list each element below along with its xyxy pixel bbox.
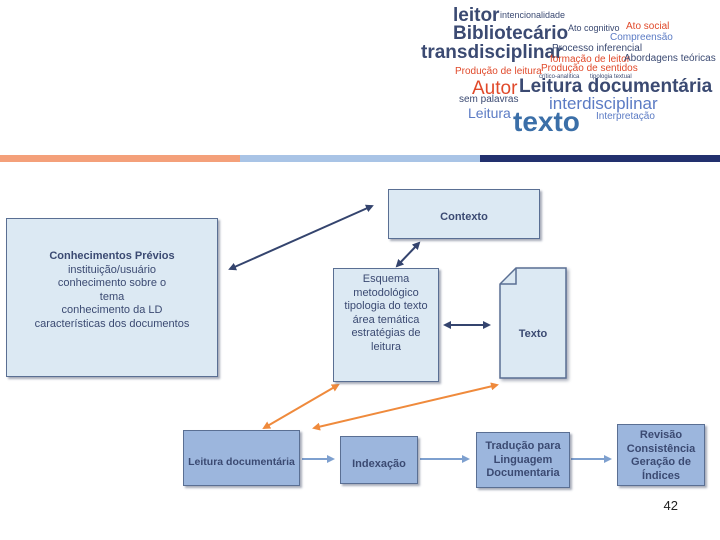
word-leitura: Leitura — [468, 105, 511, 121]
arrow-orange-texto-leitura — [312, 382, 499, 431]
esquema-line-3: tipologia do texto — [344, 300, 428, 312]
revisao-line-4: Índices — [642, 469, 680, 482]
word-abordagens-teoricas: Abordagens teóricas — [624, 53, 716, 64]
word-bibliotecario: Bibliotecário — [453, 23, 569, 44]
word-leitura-documentaria: Leitura documentária — [519, 76, 713, 97]
esquema-line-6: leitura — [371, 340, 401, 353]
word-producao-de-sentidos: Produção de sentidos — [541, 63, 638, 74]
contexto-label: Contexto — [440, 211, 488, 223]
traducao-box: Tradução para Linguagem Documentaria — [476, 432, 570, 488]
esquema-box: Esquema metodológico tipologia do texto … — [333, 268, 439, 382]
conhecimentos-line-1: instituição/usuário — [67, 263, 157, 276]
texto-label: Texto — [518, 328, 548, 340]
traducao-line-2: Linguagem — [493, 453, 553, 466]
esquema-line-5: estratégias de — [351, 327, 421, 339]
word-ato-cognitivo: Ato cognitivo — [568, 23, 620, 33]
header-stripe-navy — [480, 155, 720, 162]
esquema-line-2: metodológico — [353, 286, 419, 299]
word-processo-inferencial: Processo inferencial — [552, 43, 643, 54]
word-tipologia-textual: tipologia textual — [590, 74, 632, 80]
conhecimentos-previos-box: Conhecimentos Prévios instituição/usuári… — [6, 218, 218, 377]
word-leitor: leitor — [453, 5, 500, 26]
word-producao-de-leitura: Produção de leitura — [455, 66, 542, 77]
word-interdisciplinar: interdisciplinar — [549, 94, 658, 113]
word-critico-analitica: crítico-analítica — [539, 74, 580, 80]
revisao-line-1: Revisão — [639, 429, 683, 441]
arrow-contexto-esquema — [395, 241, 421, 268]
conhecimentos-line-2: conhecimento sobre o — [57, 277, 167, 289]
word-formacao-de-leitor: formação de leitor — [550, 54, 631, 65]
leitura-documentaria-box: Leitura documentária — [183, 430, 300, 486]
header-stripe-light-blue — [240, 155, 480, 162]
indexacao-label: Indexação — [352, 458, 406, 470]
word-transdisciplinar: transdisciplinar — [421, 42, 563, 63]
esquema-line-4: área temática — [352, 313, 420, 326]
word-ato-social: Ato social — [626, 21, 670, 32]
word-compreensao: Compreensão — [610, 32, 673, 43]
texto-document-shape — [499, 267, 567, 379]
revisao-line-2: Consistência — [626, 442, 696, 455]
traducao-line-3: Documentaria — [486, 467, 560, 479]
word-interpretacao: Interpretação — [596, 111, 655, 122]
esquema-line-1: Esquema — [362, 273, 410, 285]
leitura-documentaria-label: Leitura documentária — [188, 456, 295, 468]
word-intencionalidade: intencionalidade — [500, 10, 566, 20]
revisao-line-3: Geração de — [631, 456, 691, 468]
revisao-box: Revisão Consistência Geração de Índices — [617, 424, 705, 486]
word-cloud: leitor intencionalidade Bibliotecário At… — [415, 2, 720, 147]
word-sem-palavras: sem palavras — [459, 94, 519, 105]
indexacao-box: Indexação — [340, 436, 418, 484]
arrow-contexto-conhecimentos — [228, 204, 374, 271]
header-stripe-orange — [0, 155, 240, 162]
page-number: 42 — [663, 498, 678, 513]
conhecimentos-line-3: tema — [99, 290, 125, 303]
conhecimentos-line-5: características dos documentos — [34, 317, 190, 330]
word-texto: texto — [513, 106, 580, 137]
arrow-orange-esquema-leitura — [262, 383, 340, 430]
conhecimentos-previos-title: Conhecimentos Prévios — [49, 250, 175, 262]
contexto-box: Contexto — [388, 189, 540, 239]
word-autor: Autor — [472, 78, 518, 99]
conhecimentos-line-4: conhecimento da LD — [61, 304, 163, 316]
traducao-line-1: Tradução para — [485, 440, 561, 452]
